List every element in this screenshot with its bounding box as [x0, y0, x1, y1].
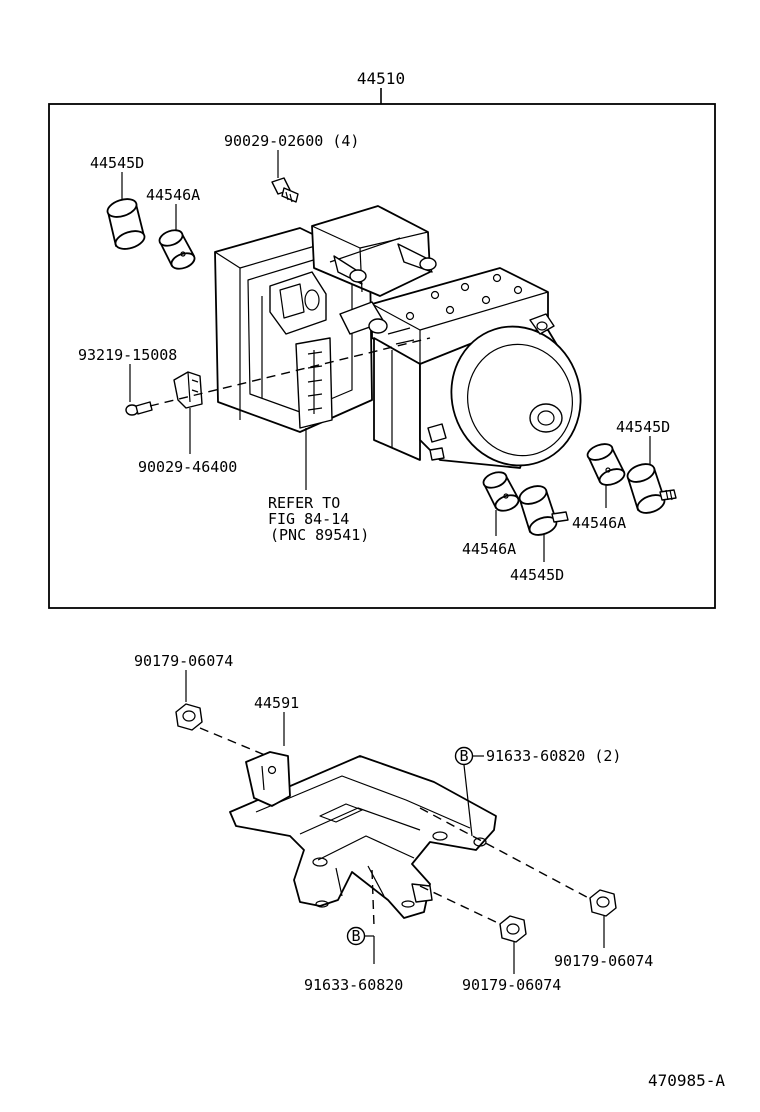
- bolt-b-bottom-alignment: [371, 869, 375, 927]
- figure-code: 470985-A: [648, 1071, 725, 1090]
- cushion-right-label: 44546A: [572, 514, 626, 532]
- cushion-44546a-left-part: [158, 229, 196, 270]
- bolt-90029-02600-part: [271, 177, 299, 203]
- bolt-b-right-label: 91633-60820 (2): [486, 747, 621, 765]
- nut-right-alignment: [419, 807, 597, 903]
- b-marker-bottom-letter: B: [351, 927, 360, 945]
- cap-44545d-right-part: [626, 463, 677, 514]
- screw-label: 93219-15008: [78, 346, 177, 364]
- clip-90029-46400-part: [173, 371, 203, 409]
- nut-bottom-mid-label: 90179-06074: [462, 976, 561, 994]
- cap-right-label: 44545D: [616, 418, 670, 436]
- cushion-left-label: 44546A: [146, 186, 200, 204]
- cushion-bottom-label: 44546A: [462, 540, 516, 558]
- abs-actuator-unit: [214, 205, 582, 469]
- nut-90179-06074-bottom-mid-part: [499, 915, 527, 943]
- refer-note-line-3: (PNC 89541): [270, 526, 369, 544]
- clip-label: 90029-46400: [138, 458, 237, 476]
- bolt-b-right-leader: [463, 764, 473, 837]
- refer-note-line-2: FIG 84-14: [268, 510, 349, 528]
- nut-90179-06074-bottom-right-part: [589, 889, 617, 917]
- bolt-b-bottom-label: 91633-60820: [304, 976, 403, 994]
- screw-93219-15008-part: [125, 401, 153, 416]
- cap-left-label: 44545D: [90, 154, 144, 172]
- nut-mid-alignment: [419, 885, 501, 925]
- nut-bottom-right-label: 90179-06074: [554, 952, 653, 970]
- refer-note-line-1: REFER TO: [268, 494, 340, 512]
- cushion-44546a-bottom-part: [482, 471, 520, 512]
- cap-44545d-bottom-part: [518, 485, 569, 536]
- cap-bottom-label: 44545D: [510, 566, 564, 584]
- screw-alignment-line: [149, 337, 431, 407]
- bracket-label: 44591: [254, 694, 299, 712]
- cushion-44546a-right-part: [586, 443, 626, 486]
- cap-44545d-left-part: [106, 198, 146, 250]
- b-marker-right-letter: B: [459, 747, 468, 765]
- nut-top-left-label: 90179-06074: [134, 652, 233, 670]
- nut-top-left-alignment: [199, 727, 273, 759]
- assembly-number-label: 44510: [357, 69, 405, 88]
- bracket-44591-part: [229, 751, 497, 919]
- b-marker-right: [454, 746, 474, 766]
- nut-90179-06074-top-left-part: [175, 703, 203, 731]
- assembly-frame: [48, 103, 716, 609]
- bolt-top-label: 90029-02600 (4): [224, 132, 359, 150]
- b-marker-bottom: [346, 926, 366, 946]
